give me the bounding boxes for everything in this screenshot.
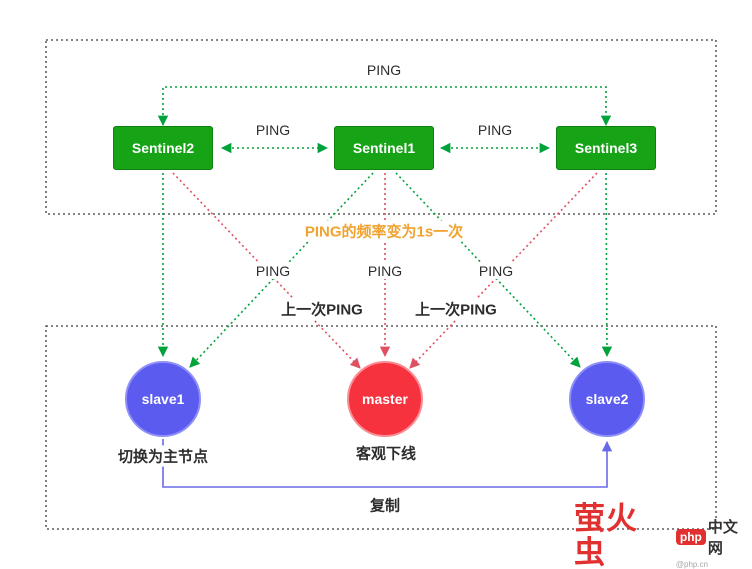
watermark-brand: php 中文网 @php.cn <box>675 516 752 569</box>
node-group-frame <box>45 325 717 530</box>
ping-frequency-note: PING的频率变为1s一次 <box>301 220 467 242</box>
slave1-node: slave1 <box>125 361 201 437</box>
sentinel2-label: Sentinel2 <box>131 140 195 156</box>
sentinel3-label: Sentinel3 <box>574 140 638 156</box>
master-node: master <box>347 361 423 437</box>
master-label: master <box>362 390 408 407</box>
ping-left-label: PING <box>252 263 294 279</box>
watermark-author: 萤火虫 <box>574 501 638 569</box>
ping-loop-line <box>157 86 612 127</box>
watermark-brand-text: 中文网 <box>707 519 738 558</box>
sentinel1-box: Sentinel1 <box>334 126 434 170</box>
slave1-label: slave1 <box>141 390 185 407</box>
objective-offline-label: 客观下线 <box>352 442 420 464</box>
ping-center-label: PING <box>364 263 406 279</box>
sentinel3-box: Sentinel3 <box>556 126 656 170</box>
ping-between-left-label: PING <box>252 122 294 138</box>
sentinel3-to-slave2-line <box>601 172 613 358</box>
sentinel1-label: Sentinel1 <box>352 140 416 156</box>
sentinel2-box: Sentinel2 <box>113 126 213 170</box>
slave2-label: slave2 <box>585 390 629 407</box>
watermark-subtext: @php.cn <box>675 560 709 569</box>
last-ping-right-label: 上一次PING <box>412 298 500 320</box>
php-logo-badge: php <box>675 529 706 546</box>
last-ping-left-label: 上一次PING <box>278 298 366 320</box>
ping-between-right-label: PING <box>474 122 516 138</box>
ping-top-label: PING <box>363 62 405 78</box>
replicate-label: 复制 <box>366 494 404 516</box>
watermark: 萤火虫 php 中文网 @php.cn <box>574 501 752 569</box>
slave2-node: slave2 <box>569 361 645 437</box>
ping-right-label: PING <box>475 263 517 279</box>
sentinel-group-frame <box>45 39 717 215</box>
switch-to-master-label: 切换为主节点 <box>114 445 212 467</box>
